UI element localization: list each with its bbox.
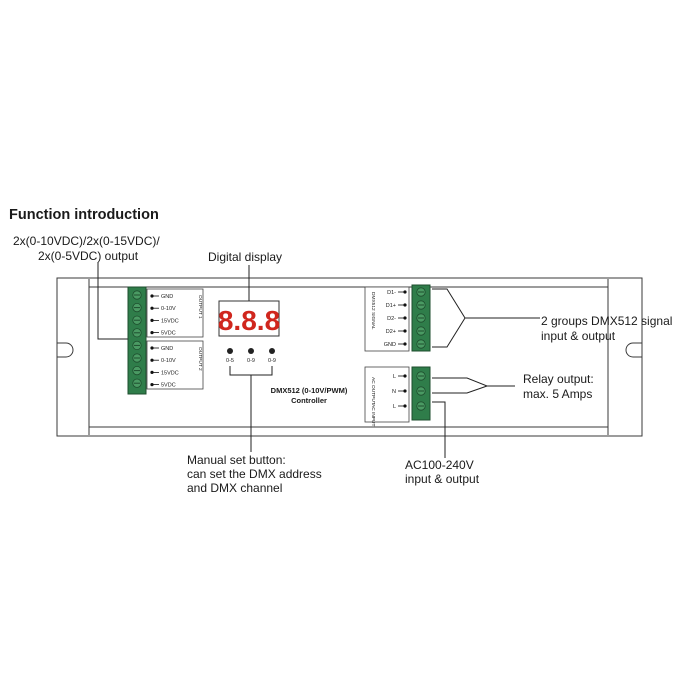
heading: Function introduction (9, 207, 159, 223)
dmx-label-box: DMX512 SIGNAL D1- D1+ D2- D2+ GND (364, 286, 410, 352)
terminal-dot (403, 316, 407, 320)
terminal-label: 15VDC (161, 370, 179, 376)
mounting-hole-right (625, 342, 642, 358)
output1-side-label: OUTPUT 1 (197, 295, 203, 319)
button-2-label: 0-9 (247, 358, 255, 364)
callout-dmx-2: input & output (541, 329, 616, 343)
terminal-label: D1+ (386, 303, 396, 309)
button-3[interactable] (269, 348, 275, 354)
callout-ac-2: input & output (405, 472, 480, 486)
terminal-dot (403, 404, 407, 408)
callout-relay-2: max. 5 Amps (523, 387, 592, 401)
callout-dmx-1: 2 groups DMX512 signal (541, 314, 672, 328)
callout-manual-3: and DMX channel (187, 481, 282, 495)
terminal-label: GND (384, 342, 396, 348)
button-1-label: 0-5 (226, 358, 234, 364)
terminal-label: D2+ (386, 329, 396, 335)
device-title-line2: Controller (291, 396, 327, 405)
manual-buttons: 0-5 0-9 0-9 (226, 348, 276, 364)
terminal-dot (403, 329, 407, 333)
callout-ac-1: AC100-240V (405, 458, 474, 472)
terminal-dot (403, 374, 407, 378)
callout-manual-2: can set the DMX address (187, 467, 322, 481)
terminal-dot (403, 303, 407, 307)
terminal-label: 0-10V (161, 358, 176, 364)
terminal-label: 5VDC (161, 331, 176, 337)
display-digits: 8.8.8 (218, 305, 280, 336)
output-terminal-block (127, 286, 147, 395)
button-3-label: 0-9 (268, 358, 276, 364)
terminal-label: 5VDC (161, 383, 176, 389)
callout-output-2: 2x(0-5VDC) output (38, 249, 139, 263)
device-title-line1: DMX512 (0-10V/PWM) (271, 386, 348, 395)
button-2[interactable] (248, 348, 254, 354)
terminal-label: D1- (387, 290, 396, 296)
terminal-dot (403, 389, 407, 393)
output2-label-box: OUTPUT 2 GND 0-10V 15VDC 5VDC (146, 340, 204, 390)
terminal-label: GND (161, 346, 173, 352)
dmx-side-label: DMX512 SIGNAL (370, 292, 376, 330)
terminal-label: 15VDC (161, 318, 179, 324)
relay-label-box: AC OUTPUT AC INPUT L N L (364, 366, 410, 426)
device-housing (56, 277, 643, 437)
callout-digital-display: Digital display (208, 250, 282, 264)
terminal-dot (403, 290, 407, 294)
ac-input-label: AC INPUT (370, 404, 376, 426)
terminal-label: L (393, 404, 396, 410)
terminal-label: D2- (387, 316, 396, 322)
terminal-label: N (392, 389, 396, 395)
relay-terminal-block (411, 366, 431, 421)
ac-output-label: AC OUTPUT (370, 377, 376, 405)
digital-display: 8.8.8 (218, 300, 280, 337)
callout-output-1: 2x(0-10VDC)/2x(0-15VDC)/ (13, 234, 160, 248)
output1-label-box: OUTPUT 1 GND 0-10V 15VDC 5VDC (146, 288, 204, 338)
leader-lines (97, 262, 540, 458)
terminal-label: L (393, 374, 396, 380)
callout-manual-1: Manual set button: (187, 453, 286, 467)
output2-side-label: OUTPUT 2 (197, 347, 203, 371)
dmx-terminal-block (411, 284, 431, 352)
callout-relay-1: Relay output: (523, 372, 594, 386)
button-1[interactable] (227, 348, 233, 354)
terminal-label: GND (161, 294, 173, 300)
terminal-dot (403, 342, 407, 346)
terminal-label: 0-10V (161, 306, 176, 312)
mounting-hole-left (57, 342, 74, 358)
